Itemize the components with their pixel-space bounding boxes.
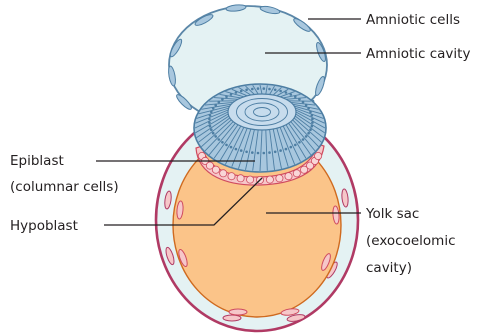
epiblast-nucleus [210, 111, 213, 114]
epiblast-nucleus [235, 148, 238, 151]
epiblast-nucleus [307, 132, 310, 135]
hypoblast-cell [237, 175, 244, 182]
epiblast-nucleus [245, 151, 248, 154]
label-epiblast-note: (columnar cells) [10, 179, 119, 195]
epiblast-nucleus [208, 118, 211, 121]
label-yolk-sac: Yolk sac [365, 206, 419, 222]
hypoblast-cell [266, 176, 273, 183]
label-yolk-sac-note-2: cavity) [366, 260, 412, 276]
epiblast-nucleus [311, 118, 314, 121]
epiblast-nucleus [221, 141, 224, 144]
epiblast-nucleus [302, 138, 305, 141]
epiblast-nucleus [235, 91, 238, 94]
epiblast-nucleus [225, 95, 228, 98]
epiblast-nucleus [263, 87, 266, 90]
epiblast-nucleus [240, 149, 243, 152]
hypoblast-cell [315, 152, 322, 159]
epiblast-disc [194, 84, 326, 172]
label-hypoblast: Hypoblast [10, 218, 78, 234]
hypoblast-cell [220, 170, 227, 177]
epiblast-nucleus [263, 152, 266, 155]
epiblast-nucleus [251, 88, 254, 91]
epiblast-nucleus [225, 144, 228, 147]
epiblast-nucleus [290, 93, 293, 96]
epiblast-nucleus [268, 88, 271, 91]
epiblast-nucleus [311, 121, 314, 124]
epiblast-nucleus [268, 151, 271, 154]
epiblast-nucleus [210, 128, 213, 131]
epiblast-nucleus [279, 90, 282, 93]
epiblast-nucleus [214, 104, 217, 107]
epiblast-nucleus [218, 101, 221, 104]
epiblast-nucleus [257, 87, 260, 90]
epiblast-nucleus [305, 135, 308, 138]
epiblast-nucleus [294, 95, 297, 98]
epiblast-nucleus [221, 98, 224, 101]
epiblast-nucleus [230, 146, 233, 149]
hypoblast-cell [247, 176, 254, 183]
hypoblast-cell [276, 175, 283, 182]
epiblast-nucleus [290, 146, 293, 149]
label-epiblast: Epiblast [10, 153, 64, 169]
epiblast-nucleus [298, 141, 301, 144]
epiblast-nucleus [208, 121, 211, 124]
epiblast-nucleus [218, 138, 221, 141]
epiblast-nucleus [307, 107, 310, 110]
epiblast-nucleus [305, 104, 308, 107]
epiblast-nucleus [311, 125, 314, 128]
epiblast-nucleus [298, 98, 301, 101]
epiblast-nucleus [279, 149, 282, 152]
epiblast-nucleus [309, 128, 312, 131]
hypoblast-cell [285, 173, 292, 180]
epiblast-nucleus [311, 114, 314, 117]
epiblast-nucleus [294, 144, 297, 147]
epiblast-nucleus [230, 93, 233, 96]
hypoblast-cell [212, 166, 219, 173]
epiblast-nucleus [274, 89, 277, 92]
epiblast-nucleus [212, 107, 215, 110]
epiblast-nucleus [302, 101, 305, 104]
epiblast-nucleus [285, 148, 288, 151]
epiblast-nucleus [257, 152, 260, 155]
epiblast-nucleus [209, 125, 212, 128]
epiblast-nucleus [285, 91, 288, 94]
epiblast-nucleus [251, 151, 254, 154]
epiblast-nucleus [309, 111, 312, 114]
hypoblast-cell [293, 170, 300, 177]
label-amniotic-cavity: Amniotic cavity [366, 46, 470, 62]
epiblast-nucleus [209, 114, 212, 117]
epiblast-nucleus [240, 90, 243, 93]
epiblast-nucleus [212, 132, 215, 135]
epiblast-nucleus [245, 89, 248, 92]
label-yolk-sac-note-1: (exocoelomic [366, 233, 456, 249]
epiblast-nucleus [274, 151, 277, 154]
hypoblast-cell [228, 173, 235, 180]
label-amniotic-cells: Amniotic cells [366, 12, 460, 28]
epiblast-nucleus [214, 135, 217, 138]
